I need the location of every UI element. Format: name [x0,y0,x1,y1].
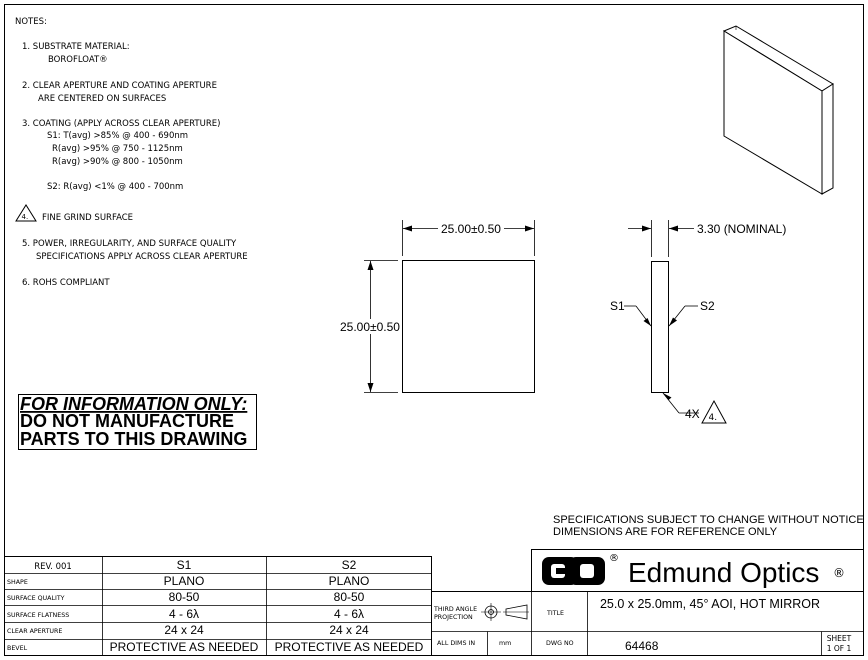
note-1: 1. SUBSTRATE MATERIAL: [22,42,130,52]
spec-notice-line-2: DIMENSIONS ARE FOR REFERENCE ONLY [553,526,778,538]
edmund-optics-logo: ® [542,553,619,585]
note-2-cont: ARE CENTERED ON SURFACES [38,94,166,104]
isometric-view [724,26,833,194]
sheet-value: 1 OF 1 [827,644,852,653]
drawing-number: 64468 [625,639,659,653]
note-3-s1-reflect-a: R(avg) >95% @ 750 - 1125nm [52,144,183,154]
table-header-s2: S2 [342,558,357,572]
fine-grind-flag-number: 4. [709,413,718,423]
iso-side-face [822,84,833,194]
note-4-flag-icon [16,205,36,221]
table-rev: REV. 001 [34,562,72,572]
table-cell-s1: 80-50 [169,590,200,604]
projection-label-1: THIRD ANGLE [433,606,477,613]
side-view-outline [652,262,669,393]
table-cell-s1: 24 x 24 [164,623,204,637]
table-cell-s2: 80-50 [334,590,365,604]
warning-box [19,395,257,450]
all-dims-unit: mm [499,640,511,647]
table-row-label: SURFACE QUALITY [7,595,65,602]
width-dimension: 25.00±0.50 [441,222,501,236]
brand-name: Edmund Optics [628,557,819,588]
table-row-label: CLEAR APERTURE [7,628,62,635]
note-5-cont: SPECIFICATIONS APPLY ACROSS CLEAR APERTU… [36,252,248,262]
table-row-label: BEVEL [7,645,28,652]
third-angle-projection-icon [481,603,529,621]
title-label: TITLE [546,610,564,617]
warning-stamp: FOR INFORMATION ONLY: DO NOT MANUFACTURE… [19,394,257,450]
surface-s2-label: S2 [700,299,715,313]
surface-s1-label: S1 [610,299,625,313]
thickness-dimension: 3.30 (NOMINAL) [697,222,786,236]
note-3: 3. COATING (APPLY ACROSS CLEAR APERTURE) [22,119,220,129]
note-3-s1-reflect-b: R(avg) >90% @ 800 - 1050nm [52,157,183,167]
side-view: 3.30 (NOMINAL) S1 S2 4X 4. [610,220,786,423]
note-5: 5. POWER, IRREGULARITY, AND SURFACE QUAL… [22,239,237,249]
table-cell-s2: 4 - 6λ [334,607,364,621]
warning-line-3: PARTS TO THIS DRAWING [20,429,247,449]
warning-line-1: FOR INFORMATION ONLY: [20,394,247,414]
projection-label-2: PROJECTION [434,614,473,621]
table-header-s1: S1 [177,558,192,572]
note-4-flag-number: 4. [22,213,29,221]
note-6: 6. ROHS COMPLIANT [22,278,110,288]
note-4: FINE GRIND SURFACE [42,213,133,223]
table-cell-s1: 4 - 6λ [169,607,199,621]
fine-grind-flag-icon [702,401,726,423]
table-cell-s2: 24 x 24 [329,623,369,637]
title-block: ® Edmund Optics ® THIRD ANGLE PROJECTION… [432,550,864,656]
iso-front-face [724,31,822,194]
note-2: 2. CLEAR APERTURE AND COATING APERTURE [22,81,217,91]
note-1-material: BOROFLOAT® [48,55,108,65]
table-row-label: SURFACE FLATNESS [7,612,69,619]
logo-registered-mark: ® [609,553,619,564]
brand-registered-mark: ® [833,566,845,580]
table-cell-s2: PROTECTIVE AS NEEDED [275,640,424,654]
height-dimension: 25.00±0.50 [340,320,400,334]
spec-notice-line-1: SPECIFICATIONS SUBJECT TO CHANGE WITHOUT… [553,514,864,526]
quantity-4x: 4X [685,407,700,421]
all-dims-label: ALL DIMS IN [437,640,475,647]
table-row-label: SHAPE [7,579,28,586]
front-view: 25.00±0.50 25.00±0.50 [340,220,535,393]
dwg-no-label: DWG NO [546,640,574,647]
table-cell-s2: PLANO [329,574,370,588]
warning-line-2: DO NOT MANUFACTURE [20,411,234,431]
drawing-title: 25.0 x 25.0mm, 45° AOI, HOT MIRROR [600,597,820,611]
surface-spec-table: REV. 001 S1 S2 SHAPE PLANO PLANO SURFACE… [5,557,432,656]
notes-heading: NOTES: [15,17,47,27]
table-cell-s1: PLANO [164,574,205,588]
front-view-outline [403,261,535,393]
note-3-s1-transmission: S1: T(avg) >85% @ 400 - 690nm [47,131,188,141]
table-cell-s1: PROTECTIVE AS NEEDED [110,640,259,654]
sheet-label: SHEET [827,634,852,643]
notes-block: NOTES: 1. SUBSTRATE MATERIAL: BOROFLOAT®… [15,17,248,288]
note-3-s2: S2: R(avg) <1% @ 400 - 700nm [47,182,183,192]
